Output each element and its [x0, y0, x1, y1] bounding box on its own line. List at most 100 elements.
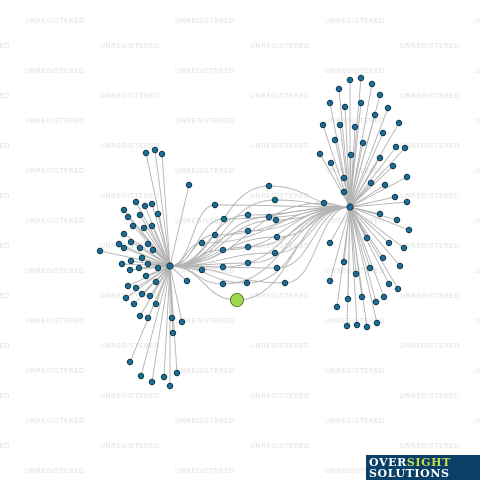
entity-node[interactable]	[141, 202, 149, 210]
entity-node[interactable]	[385, 280, 393, 288]
entity-node[interactable]	[366, 264, 374, 272]
entity-node[interactable]	[183, 277, 191, 285]
entity-node[interactable]	[169, 329, 177, 337]
entity-node[interactable]	[380, 293, 388, 301]
entity-node[interactable]	[136, 211, 144, 219]
entity-node[interactable]	[379, 254, 387, 262]
entity-node[interactable]	[400, 244, 408, 252]
entity-node[interactable]	[144, 240, 152, 248]
entity-node[interactable]	[363, 234, 371, 242]
entity-node[interactable]	[185, 181, 193, 189]
entity-node[interactable]	[403, 173, 411, 181]
entity-node[interactable]	[149, 246, 157, 254]
entity-node[interactable]	[352, 270, 360, 278]
entity-node[interactable]	[120, 206, 128, 214]
entity-node[interactable]	[343, 322, 351, 330]
entity-node[interactable]	[335, 85, 343, 93]
bridge-node[interactable]	[220, 215, 228, 223]
entity-node[interactable]	[122, 294, 130, 302]
entity-node[interactable]	[376, 210, 384, 218]
entity-node[interactable]	[341, 103, 349, 111]
entity-node[interactable]	[391, 193, 399, 201]
entity-node[interactable]	[403, 198, 411, 206]
bridge-node[interactable]	[265, 213, 273, 221]
bridge-node[interactable]	[211, 201, 219, 209]
entity-node[interactable]	[126, 266, 134, 274]
entity-node[interactable]	[376, 154, 384, 162]
entity-node[interactable]	[152, 300, 160, 308]
entity-node[interactable]	[136, 312, 144, 320]
entity-node[interactable]	[316, 150, 324, 158]
entity-node[interactable]	[115, 240, 123, 248]
entity-node[interactable]	[357, 99, 365, 107]
entity-node[interactable]	[405, 226, 413, 234]
entity-node[interactable]	[396, 262, 404, 270]
entity-node[interactable]	[127, 238, 135, 246]
entity-node[interactable]	[124, 282, 132, 290]
entity-node[interactable]	[154, 264, 162, 272]
hub-right-node[interactable]	[346, 203, 354, 211]
entity-node[interactable]	[393, 216, 401, 224]
entity-node[interactable]	[146, 292, 154, 300]
entity-node[interactable]	[327, 159, 335, 167]
entity-node[interactable]	[326, 99, 334, 107]
entity-node[interactable]	[135, 264, 143, 272]
entity-node[interactable]	[127, 257, 135, 265]
entity-node[interactable]	[154, 210, 162, 218]
entity-node[interactable]	[137, 372, 145, 380]
entity-node[interactable]	[166, 382, 174, 390]
entity-node[interactable]	[358, 293, 366, 301]
entity-node[interactable]	[346, 76, 354, 84]
entity-node[interactable]	[136, 244, 144, 252]
bridge-node[interactable]	[265, 182, 273, 190]
entity-node[interactable]	[392, 143, 400, 151]
entity-node[interactable]	[319, 121, 327, 129]
entity-node[interactable]	[144, 260, 152, 268]
entity-node[interactable]	[148, 222, 156, 230]
bridge-node[interactable]	[273, 264, 281, 272]
bridge-node[interactable]	[243, 279, 251, 287]
entity-node[interactable]	[151, 146, 159, 154]
bridge-node[interactable]	[272, 216, 280, 224]
entity-node[interactable]	[359, 139, 367, 147]
entity-node[interactable]	[394, 285, 402, 293]
focus-entity-node[interactable]	[230, 293, 244, 307]
entity-node[interactable]	[326, 239, 334, 247]
entity-node[interactable]	[129, 222, 137, 230]
entity-node[interactable]	[344, 295, 352, 303]
entity-node[interactable]	[132, 284, 140, 292]
entity-node[interactable]	[384, 104, 392, 112]
entity-node[interactable]	[138, 254, 146, 262]
entity-node[interactable]	[142, 149, 150, 157]
entity-node[interactable]	[120, 244, 128, 252]
entity-node[interactable]	[130, 300, 138, 308]
entity-node[interactable]	[148, 378, 156, 386]
entity-node[interactable]	[178, 318, 186, 326]
bridge-node[interactable]	[273, 233, 281, 241]
entity-node[interactable]	[340, 258, 348, 266]
entity-node[interactable]	[385, 239, 393, 247]
entity-node[interactable]	[371, 111, 379, 119]
entity-node[interactable]	[351, 123, 359, 131]
bridge-node[interactable]	[281, 279, 289, 287]
bridge-node[interactable]	[244, 211, 252, 219]
bridge-node[interactable]	[271, 249, 279, 257]
bridge-node[interactable]	[198, 239, 206, 247]
entity-node[interactable]	[152, 278, 160, 286]
entity-node[interactable]	[96, 247, 104, 255]
entity-node[interactable]	[120, 230, 128, 238]
entity-node[interactable]	[124, 213, 132, 221]
entity-node[interactable]	[353, 321, 361, 329]
entity-node[interactable]	[138, 290, 146, 298]
entity-node[interactable]	[381, 181, 389, 189]
hub-left-node[interactable]	[166, 262, 174, 270]
bridge-node[interactable]	[219, 280, 227, 288]
entity-node[interactable]	[158, 150, 166, 158]
entity-node[interactable]	[331, 136, 339, 144]
entity-node[interactable]	[368, 80, 376, 88]
bridge-node[interactable]	[271, 196, 279, 204]
entity-node[interactable]	[363, 323, 371, 331]
entity-node[interactable]	[389, 162, 397, 170]
entity-node[interactable]	[357, 74, 365, 82]
bridge-node[interactable]	[219, 246, 227, 254]
